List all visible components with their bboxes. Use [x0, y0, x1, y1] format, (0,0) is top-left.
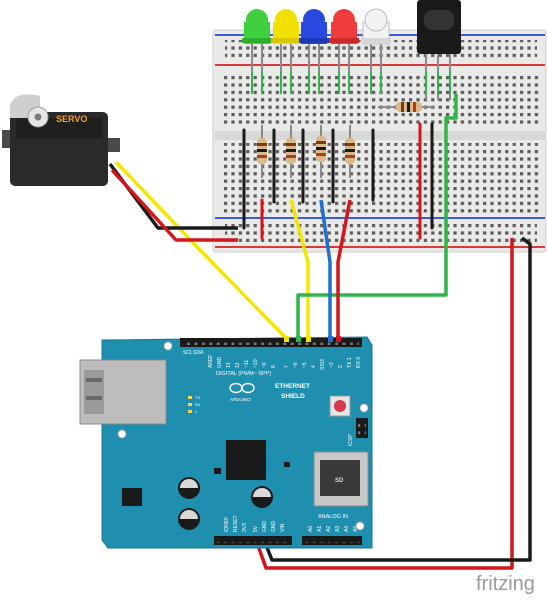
power-header: [214, 536, 292, 545]
resistor-2: [286, 125, 296, 178]
resistor-4: [345, 125, 355, 178]
tx-label: TX: [195, 395, 200, 400]
rx-label: RX: [195, 402, 201, 407]
tx-rx-leds: TX RX L: [188, 395, 201, 414]
resistor-3: [316, 125, 326, 178]
wire-red-gnd: [254, 238, 514, 570]
center-channel: [215, 131, 545, 140]
bottom-power-holes: [225, 222, 537, 242]
small-smd: [214, 468, 221, 474]
led-yellow: [271, 9, 301, 80]
small-smd: [284, 462, 290, 467]
arduino-brand: ARDUINO: [230, 397, 251, 402]
sd-label: SD: [335, 478, 344, 484]
mounting-hole: [359, 403, 369, 413]
ethernet-shield: SCL SDA AREF GND 13 12 ~11 ~10 ~9 8 7 ~6…: [79, 336, 373, 549]
resistor-horizontal: [378, 102, 435, 112]
led-white: [361, 8, 391, 80]
pin-label: ~11: [244, 360, 250, 368]
lower-terminal-holes: [220, 143, 540, 213]
pin-label: 5V: [253, 525, 259, 532]
pin-label: 8: [271, 365, 277, 368]
pin-label: VIN: [280, 523, 286, 532]
wire-blue-led: [319, 199, 332, 338]
capacitor-2: [178, 508, 200, 530]
pin-label: GND: [217, 357, 223, 369]
w5100-chip: [226, 440, 266, 480]
pin-label: A1: [317, 526, 323, 532]
bottom-red-rail-line: [215, 246, 545, 248]
pin-label: SS/3: [320, 359, 326, 370]
breadboard-red-wires: [260, 122, 422, 240]
pin-label: ~9: [262, 362, 268, 368]
pin-label: ~6: [293, 362, 299, 368]
pin-label: IOREF: [224, 517, 230, 532]
arduino-logo: ARDUINO: [229, 382, 255, 402]
wire-black-gnd: [262, 236, 532, 562]
mounting-hole: [355, 521, 365, 531]
pin-label: GND: [262, 521, 268, 533]
shield-title-1: ETHERNET: [275, 383, 310, 390]
wire-yellow-led: [289, 199, 310, 338]
pin-label: A5: [353, 526, 359, 532]
icsp-label: ICSP: [348, 434, 354, 446]
pin-label: SDA: [193, 350, 204, 356]
sd-card-slot: SD: [313, 451, 369, 507]
bottom-blue-rail-line: [215, 217, 545, 219]
shield-title-2: SHIELD: [281, 393, 305, 400]
mounting-hole: [163, 341, 173, 351]
pin-label: ~10: [253, 359, 259, 368]
pin-label: RX 0: [356, 357, 362, 368]
capacitor-3: [251, 486, 273, 508]
digital-header-label: DIGITAL (PWM~ SPI*): [216, 371, 271, 377]
pin-label: 3V3: [242, 523, 248, 532]
led-leg-jumpers: [251, 72, 451, 94]
l-label: L: [195, 409, 198, 414]
digital-pin-labels: SCL SDA AREF GND 13 12 ~11 ~10 ~9 8 7 ~6…: [183, 350, 362, 370]
wire-red-led: [336, 199, 352, 338]
servo-motor: SERVO: [2, 94, 120, 186]
pin-label: 7: [284, 365, 290, 368]
analog-header-label: ANALOG IN: [318, 514, 348, 520]
reset-button[interactable]: [329, 395, 351, 417]
pin-label: A2: [326, 526, 332, 532]
mounting-hole: [117, 429, 127, 439]
digital-header: [180, 338, 362, 347]
pin-label: ~3: [329, 362, 335, 368]
pin-label: AREF: [208, 355, 214, 368]
ethernet-jack: [79, 359, 167, 425]
breadboard-black-wires: [242, 128, 375, 230]
wire-servo-red: [110, 168, 238, 242]
pin-label: 4: [311, 365, 317, 368]
analog-header: [302, 536, 362, 545]
icsp-header: ICSP: [348, 418, 368, 446]
pin-label: TX 1: [347, 357, 353, 368]
pin-label: A4: [344, 526, 350, 532]
header-wire-ends: [284, 336, 341, 342]
pin-label: GND: [271, 521, 277, 533]
pin-label: SCL: [183, 350, 193, 356]
breadboard: [212, 29, 547, 253]
wire-green-ir: [296, 94, 458, 338]
pin-label: A3: [335, 526, 341, 532]
pin-label: 2: [338, 365, 344, 368]
pin-label: ~5: [302, 362, 308, 368]
resistor-1: [257, 125, 267, 178]
power-pin-labels: IOREF RESET 3V3 5V GND GND VIN: [224, 515, 286, 532]
capacitor-1: [178, 477, 200, 499]
wire-yellow-servo-signal: [114, 160, 288, 340]
analog-pin-labels: A0 A1 A2 A3 A4 A5: [308, 526, 359, 532]
pin-label: RESET: [233, 515, 239, 532]
voltage-regulator: [122, 488, 142, 506]
led-red: [329, 9, 359, 80]
pin-label: 12: [235, 362, 241, 368]
pin-label: A0: [308, 526, 314, 532]
fritzing-watermark: fritzing: [476, 573, 535, 595]
pin-label: 13: [226, 362, 232, 368]
servo-label: SERVO: [56, 114, 87, 124]
